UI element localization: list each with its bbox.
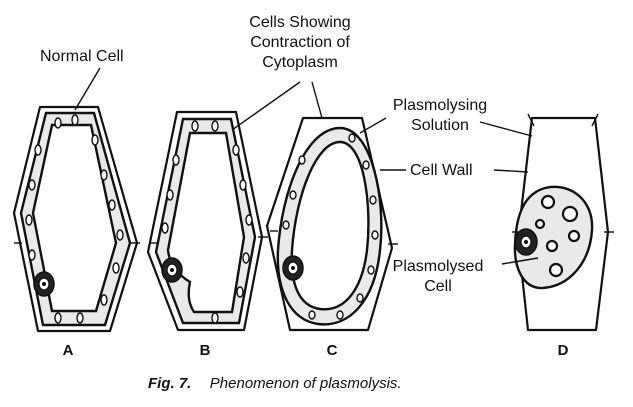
cell-d-vacuoles	[534, 194, 581, 278]
cell-b-chloroplasts	[161, 120, 253, 324]
label-contraction-line1: Cells Showing	[249, 14, 350, 31]
cell-a	[12, 105, 139, 333]
cell-a-nucleus	[33, 271, 55, 297]
cell-letter-a: A	[63, 342, 74, 359]
leader-plasmolysing	[359, 117, 387, 134]
leader-contraction-c	[311, 81, 323, 119]
label-contraction-line3: Cytoplasm	[262, 54, 338, 71]
cell-c-nucleus	[282, 255, 304, 281]
caption-text: Phenomenon of plasmolysis.	[210, 375, 402, 392]
label-cell-wall: Cell Wall	[410, 162, 473, 179]
cell-d-nucleus	[514, 228, 538, 256]
label-contraction-line2: Contraction of	[250, 34, 350, 51]
wall-tick-marks	[14, 113, 614, 245]
label-plasmolysed-line2: Cell	[424, 278, 452, 295]
leader-plasmolysing-d	[479, 121, 533, 137]
cell-letter-c: C	[327, 342, 338, 359]
cell-letter-b: B	[200, 342, 211, 359]
cell-b-nucleus	[161, 257, 183, 283]
cell-c-plasma-membrane	[276, 126, 383, 326]
label-plasmolysing-line2: Solution	[411, 117, 469, 134]
label-normal-cell: Normal Cell	[40, 48, 124, 65]
figure-caption: Fig. 7. Phenomenon of plasmolysis.	[148, 375, 402, 392]
cell-a-chloroplasts	[25, 114, 124, 324]
leader-plasmolysed	[501, 257, 539, 265]
leader-normal-cell	[74, 67, 101, 111]
cell-letter-d: D	[558, 342, 569, 359]
cell-b	[146, 110, 264, 332]
cell-b-wall	[146, 110, 264, 332]
cell-c	[265, 116, 394, 332]
leader-contraction-b	[231, 81, 301, 131]
label-plasmolysing-line1: Plasmolysing	[393, 97, 487, 114]
cell-c-chloroplasts	[282, 133, 379, 320]
cell-c-cytoplasm	[276, 126, 383, 326]
caption-figure-number: Fig. 7.	[148, 375, 191, 392]
cell-d	[513, 116, 610, 332]
cell-a-wall	[12, 105, 139, 333]
leader-cell-wall-d	[493, 169, 529, 173]
cell-a-cytoplasm	[19, 111, 132, 327]
leader-lines	[74, 67, 539, 265]
label-plasmolysed-line1: Plasmolysed	[393, 258, 484, 275]
cell-c-wall	[265, 116, 394, 332]
